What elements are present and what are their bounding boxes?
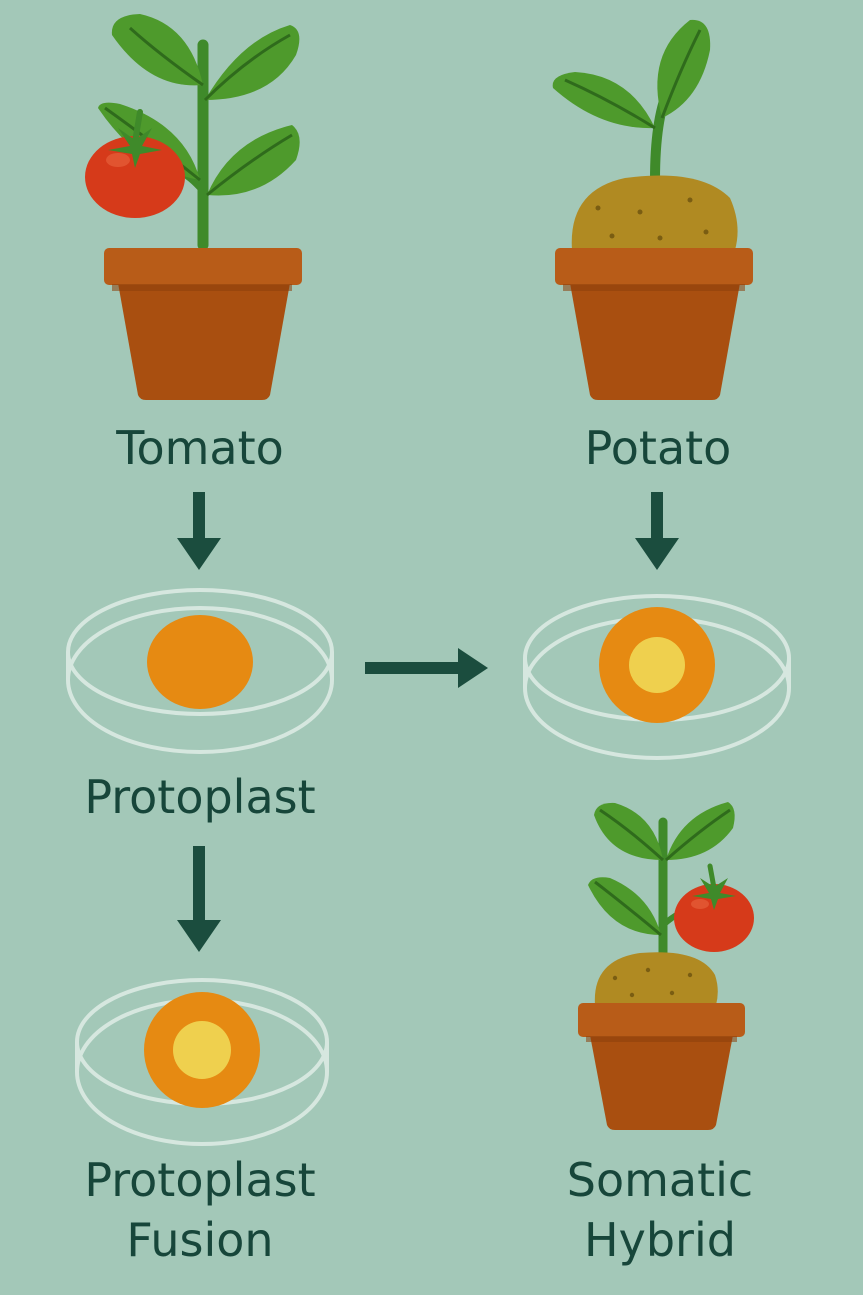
potato-icon [594,952,718,1005]
protoplast-cell-icon [147,615,253,709]
somatic-hybrid-plant-illustration [578,802,754,1130]
leaf-icon [111,14,204,87]
arrow-right-icon [365,648,488,688]
petri-dish-icon [66,588,334,754]
arrow-down-icon [177,846,221,952]
label-protoplast-fusion-line1: Protoplast [84,1153,316,1207]
pot-icon [578,1003,745,1130]
label-protoplast-fusion-line2: Fusion [126,1213,274,1267]
leaf-icon [657,19,711,119]
label-potato: Potato [584,421,732,475]
arrow-down-icon [177,492,221,570]
tomato-plant-illustration [85,14,302,400]
tomato-icon [674,863,754,952]
pot-icon [104,248,302,400]
pot-icon [555,248,753,400]
tomato-icon [85,109,185,218]
leaf-icon [594,802,665,862]
fused-protoplast-icon [144,992,260,1108]
arrow-down-icon [635,492,679,570]
leaf-icon [552,72,656,130]
leaf-icon [206,125,300,197]
label-somatic-hybrid-line2: Hybrid [584,1213,736,1267]
potato-icon [571,175,738,250]
leaf-icon [203,25,300,102]
label-tomato: Tomato [116,421,284,475]
label-somatic-hybrid-line1: Somatic [566,1153,754,1207]
fused-protoplast-icon [599,607,715,723]
potato-plant-illustration [552,19,753,400]
leaf-icon [588,877,662,937]
leaf-icon [665,802,735,862]
label-protoplast: Protoplast [84,770,316,824]
